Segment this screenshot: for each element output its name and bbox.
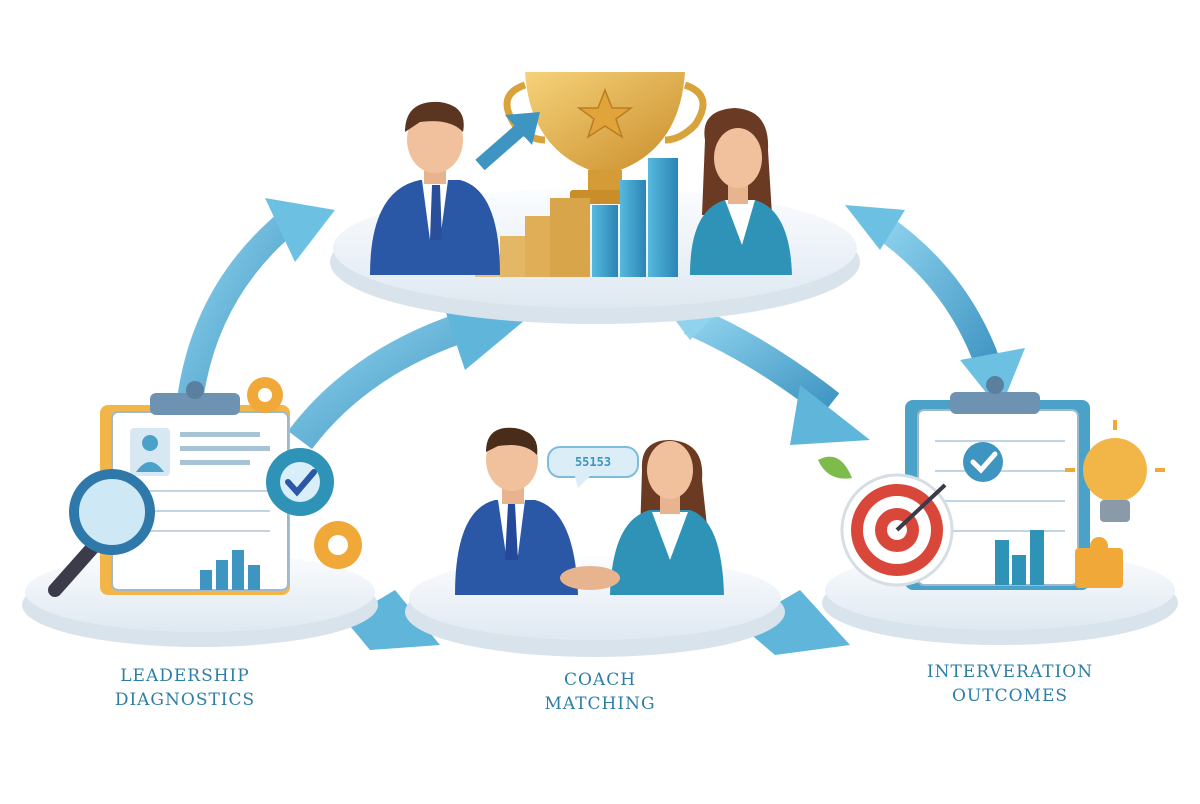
- puzzle-icon: [1075, 537, 1123, 588]
- stage-label-coach-matching: COACH MATCHING: [470, 668, 730, 716]
- bar-chart-icon: [475, 158, 678, 277]
- speech-bubble-text: 55153: [574, 455, 612, 469]
- growth-arrow-icon: [475, 112, 540, 171]
- arrow-bottom-left: [345, 590, 440, 650]
- speech-bubble: [547, 446, 639, 488]
- arrow-bottom-right: [740, 590, 850, 655]
- stage-label-leadership-diagnostics: LEADERSHIP DIAGNOSTICS: [60, 664, 310, 712]
- handshake-icon: [560, 566, 620, 590]
- businesswoman-top: [690, 108, 792, 275]
- trophy-icon: [503, 72, 707, 204]
- magnifier-icon: [48, 469, 155, 597]
- arrow-top-to-right: [660, 300, 870, 445]
- stage-label-line: LEADERSHIP: [120, 666, 250, 686]
- checkmark-icon: [285, 469, 317, 497]
- stage-label-line: OUTCOMES: [951, 686, 1068, 706]
- gear-icon: [247, 377, 362, 569]
- lightbulb-icon: [1065, 420, 1165, 522]
- stage-label-line: DIAGNOSTICS: [114, 690, 256, 710]
- stage-label-line: INTERVERATION: [926, 662, 1094, 682]
- businesswoman-center: [610, 440, 724, 595]
- businessman-top: [370, 101, 500, 275]
- stage-label-intervention-outcomes: INTERVERATION OUTCOMES: [880, 660, 1140, 708]
- target-icon: [840, 473, 954, 587]
- arc-arrow-left-up: [177, 198, 335, 402]
- clipboard-icon: [100, 381, 290, 595]
- stage-label-line: COACH: [563, 670, 637, 690]
- leaf-icon: [818, 456, 852, 479]
- stage-label-line: MATCHING: [544, 694, 656, 714]
- businessman-center: [455, 427, 578, 595]
